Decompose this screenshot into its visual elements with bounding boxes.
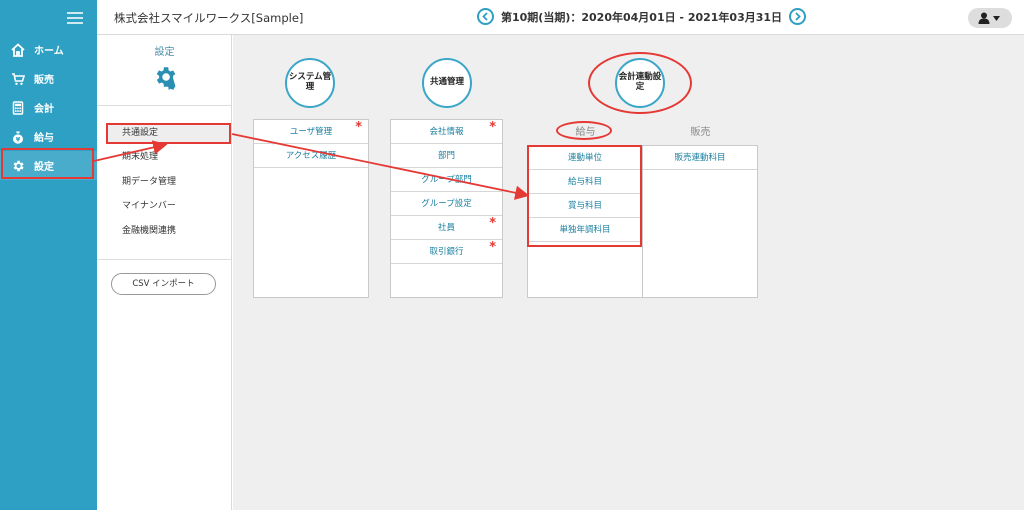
cell-label: グループ設定 xyxy=(421,199,472,209)
access-history-link[interactable]: アクセス履歴 xyxy=(254,144,368,168)
calculator-icon xyxy=(11,100,25,115)
divider xyxy=(97,105,231,106)
money-bag-icon: ¥ xyxy=(11,130,25,144)
required-mark: * xyxy=(355,120,362,135)
chevron-right-icon xyxy=(795,12,801,21)
cell-label: 販売連動科目 xyxy=(674,153,726,163)
group-settings-link[interactable]: グループ設定 xyxy=(391,192,502,216)
nav-item-home[interactable]: ホーム xyxy=(0,35,97,64)
sales-link-account-link[interactable]: 販売連動科目 xyxy=(643,146,757,170)
department-link[interactable]: 部門 xyxy=(391,144,502,168)
user-admin-link[interactable]: ユーザ管理 * xyxy=(254,120,368,144)
nav-item-label: ホーム xyxy=(34,46,64,57)
sidebar-item-bank-link[interactable]: 金融機関連携 xyxy=(122,226,177,236)
accounting-link-panel: 連動単位 給与科目 賞与科目 単独年調科目 販売連動科目 xyxy=(527,145,758,298)
sales-items-list: 販売連動科目 xyxy=(643,146,757,170)
bank-link[interactable]: 取引銀行 * xyxy=(391,240,502,264)
cell-label: 部門 xyxy=(437,151,455,161)
user-menu-button[interactable] xyxy=(968,8,1012,28)
sidebar-item-year-end[interactable]: 期末処理 xyxy=(122,152,159,162)
column-divider xyxy=(642,146,643,297)
company-name: 株式会社スマイルワークス[Sample] xyxy=(114,11,304,25)
settings-sidebar: 設定 共通設定 期末処理 期データ管理 マイナンバー 金融機関連携 CSV イン… xyxy=(97,35,232,510)
system-admin-panel: ユーザ管理 * アクセス履歴 xyxy=(253,119,369,298)
highlight-ellipse xyxy=(588,52,692,114)
cell-label: 賞与科目 xyxy=(567,201,602,211)
required-mark: * xyxy=(489,216,496,231)
cell-label: アクセス履歴 xyxy=(285,151,337,161)
payroll-items-list: 連動単位 給与科目 賞与科目 単独年調科目 xyxy=(528,146,642,242)
settings-gear-icon xyxy=(152,64,178,94)
hamburger-menu-icon[interactable] xyxy=(67,11,83,24)
group-department-link[interactable]: グループ部門 xyxy=(391,168,502,192)
required-mark: * xyxy=(489,120,496,135)
highlight-box xyxy=(1,148,94,179)
gear-icon xyxy=(11,159,25,173)
cell-label: ユーザ管理 xyxy=(289,127,333,137)
divider xyxy=(97,259,231,260)
year-end-adjust-account-link[interactable]: 単独年調科目 xyxy=(528,218,642,242)
common-admin-circle: 共通管理 xyxy=(422,58,472,108)
user-icon xyxy=(978,12,1000,24)
sidebar-item-my-number[interactable]: マイナンバー xyxy=(122,201,176,211)
sidebar-item-period-data[interactable]: 期データ管理 xyxy=(122,177,177,187)
sales-column-header: 販売 xyxy=(690,127,711,138)
employee-link[interactable]: 社員 * xyxy=(391,216,502,240)
common-admin-panel: 会社情報 * 部門 グループ部門 グループ設定 社員 * 取引銀行 * xyxy=(390,119,503,298)
cell-label: 会社情報 xyxy=(429,127,464,137)
system-admin-circle: システム管理 xyxy=(285,58,335,108)
cell-label: 社員 xyxy=(437,223,455,233)
nav-item-label: 会計 xyxy=(34,104,54,115)
sidebar-item-common-settings[interactable]: 共通設定 xyxy=(106,123,231,144)
nav-item-accounting[interactable]: 会計 xyxy=(0,93,97,122)
cell-label: 連動単位 xyxy=(567,153,602,163)
main-content: システム管理 共通管理 会計連動設定 ユーザ管理* アクセス履歴 会社情報* 部… xyxy=(233,35,1024,510)
settings-title: 設定 xyxy=(154,47,175,58)
cell-label: 単独年調科目 xyxy=(559,225,611,235)
cell-label: 給与科目 xyxy=(567,177,602,187)
required-mark: * xyxy=(489,240,496,255)
period-label: 第10期(当期)：2020年04月01日 - 2021年03月31日 xyxy=(501,10,783,24)
home-icon xyxy=(11,42,25,57)
period-selector: 第10期(当期)：2020年04月01日 - 2021年03月31日 xyxy=(477,8,807,25)
bonus-account-link[interactable]: 賞与科目 xyxy=(528,194,642,218)
svg-text:¥: ¥ xyxy=(16,135,21,143)
cell-label: グループ部門 xyxy=(421,175,472,185)
next-period-button[interactable] xyxy=(789,8,807,25)
salary-account-link[interactable]: 給与科目 xyxy=(528,170,642,194)
cell-label: 取引銀行 xyxy=(429,247,464,257)
csv-import-button[interactable]: CSV インポート xyxy=(111,273,216,295)
left-nav: ホーム 販売 会計 ¥ 給与 設定 xyxy=(0,0,97,510)
highlight-box xyxy=(527,145,642,247)
nav-top xyxy=(0,0,97,35)
nav-item-label: 給与 xyxy=(34,133,54,144)
cart-icon xyxy=(11,72,25,86)
top-header: 株式会社スマイルワークス[Sample] 第10期(当期)：2020年04月01… xyxy=(97,0,1024,35)
chevron-left-icon xyxy=(482,12,488,21)
nav-item-payroll[interactable]: ¥ 給与 xyxy=(0,122,97,151)
nav-item-label: 販売 xyxy=(34,75,54,86)
prev-period-button[interactable] xyxy=(477,8,494,25)
link-unit-link[interactable]: 連動単位 xyxy=(528,146,642,170)
nav-item-settings[interactable]: 設定 xyxy=(0,151,97,180)
nav-item-sales[interactable]: 販売 xyxy=(0,64,97,93)
company-info-link[interactable]: 会社情報 * xyxy=(391,120,502,144)
highlight-ellipse xyxy=(556,121,612,140)
nav-item-label: 設定 xyxy=(34,162,54,173)
